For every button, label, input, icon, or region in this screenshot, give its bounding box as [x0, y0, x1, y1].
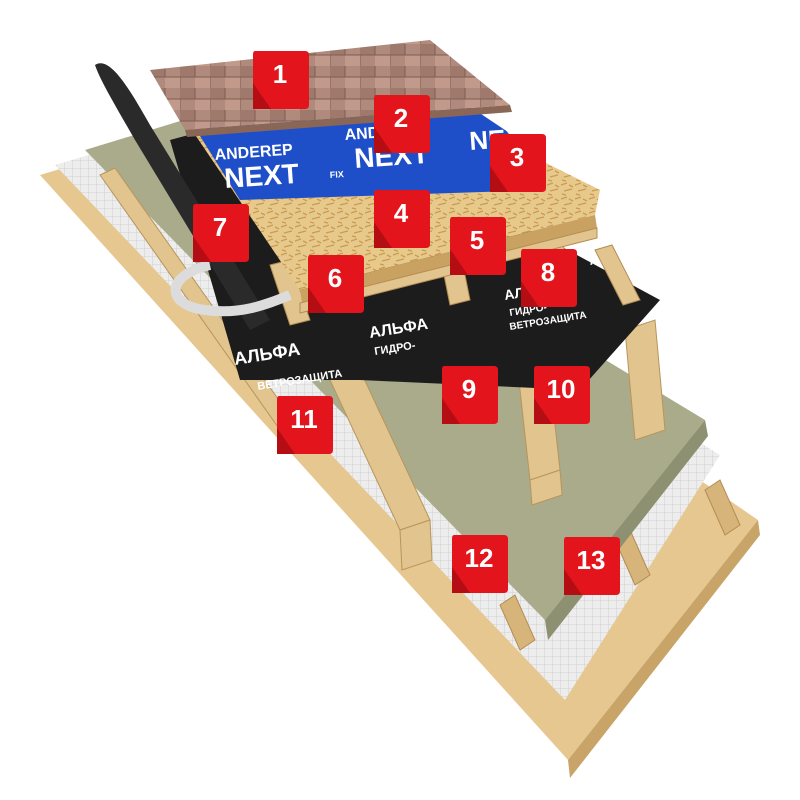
callout-marker-icon	[534, 366, 590, 424]
callout-1-label: 1	[272, 59, 288, 89]
callout-6: 6	[306, 255, 364, 313]
shingle-edge	[185, 105, 512, 137]
callout-marker-icon	[253, 51, 309, 109]
callout-11: 11	[275, 396, 333, 454]
callout-3-label: 3	[509, 142, 525, 172]
callout-2-label: 2	[393, 103, 409, 133]
callout-13-label: 13	[576, 545, 606, 575]
callout-marker-icon	[521, 249, 577, 307]
callout-5-label: 5	[469, 225, 485, 255]
callout-7: 7	[191, 204, 249, 262]
callout-5: 5	[448, 217, 506, 275]
callout-marker-icon	[193, 204, 249, 262]
callout-4: 4	[372, 190, 430, 248]
bottom-battens	[499, 479, 741, 651]
callout-10: 10	[532, 366, 590, 424]
callout-6-label: 6	[327, 263, 343, 293]
callout-marker-icon	[374, 95, 430, 153]
membrane-top-product: NEXT	[223, 158, 300, 194]
callout-marker-icon	[442, 366, 498, 424]
callout-12: 12	[450, 535, 508, 593]
callout-marker-icon	[308, 255, 364, 313]
callout-11-label: 11	[290, 404, 318, 434]
callout-7-label: 7	[212, 212, 228, 242]
membrane-top-suffix: FIX	[329, 169, 344, 180]
callout-9-label: 9	[461, 374, 477, 404]
membrane-top-brand: ANDEREP	[214, 142, 294, 164]
callout-marker-icon	[564, 537, 620, 595]
callout-8-label: 8	[540, 257, 556, 287]
interior-board-edge	[568, 520, 760, 778]
callout-marker-icon	[450, 217, 506, 275]
callout-13: 13	[562, 537, 620, 595]
callout-2: 2	[372, 95, 430, 153]
callout-10-label: 10	[546, 374, 576, 404]
callout-1: 1	[251, 51, 309, 109]
callout-4-label: 4	[393, 198, 409, 228]
callout-3: 3	[488, 134, 546, 192]
callout-9: 9	[440, 366, 498, 424]
flashing-strip	[95, 63, 270, 330]
callout-marker-icon	[277, 396, 333, 454]
callout-marker-icon	[452, 535, 508, 593]
flashing-tape-loop	[170, 260, 292, 317]
osb-edge	[300, 215, 597, 303]
callout-marker-icon	[490, 134, 546, 192]
callout-12-label: 12	[464, 543, 494, 573]
callout-8: 8	[519, 249, 577, 307]
callout-marker-icon	[374, 190, 430, 248]
